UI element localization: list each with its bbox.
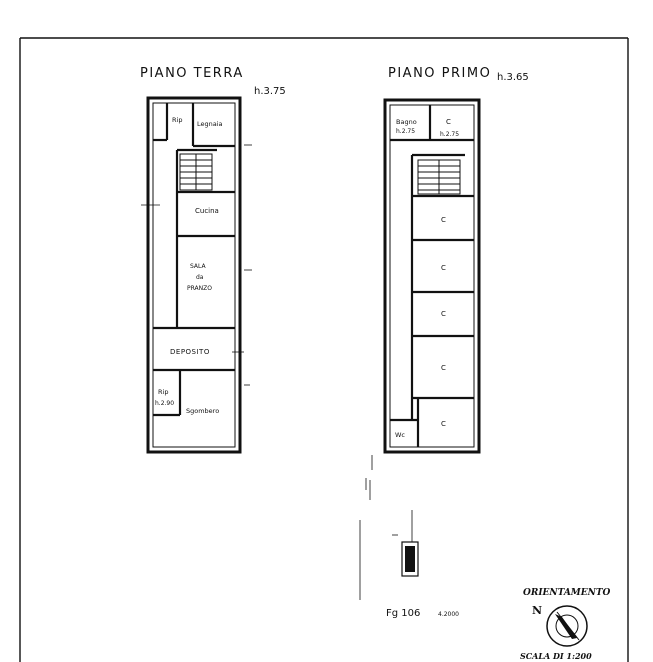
orientation-label: ORIENTAMENTO xyxy=(523,588,611,598)
room-label-sala-3: PRANZO xyxy=(187,285,212,292)
sheet-reference: Fg 106 xyxy=(386,608,420,619)
first-floor-plan: PIANO PRIMO h.3.65 xyxy=(383,66,529,454)
first-floor-height: h.3.65 xyxy=(497,72,529,83)
first-staircase xyxy=(417,159,461,195)
room-label-sgombero: Sgombero xyxy=(186,407,219,415)
room-label-sala-1: SALA xyxy=(190,263,207,270)
room-label-sala-2: da xyxy=(196,274,204,281)
room-label-c2: C xyxy=(441,264,446,272)
room-label-rip-bottom-height: h.2.90 xyxy=(155,400,174,407)
scale-marks xyxy=(359,455,413,600)
scale-label: SCALA DI 1:200 xyxy=(520,651,592,661)
room-label-deposito: DEPOSITO xyxy=(170,348,210,356)
room-label-bagno-height: h.2.75 xyxy=(396,128,415,135)
ground-outer-wall xyxy=(146,96,242,454)
sheet-border xyxy=(19,37,629,662)
room-label-rip-top: Rip xyxy=(172,116,182,124)
room-label-c5: C xyxy=(441,420,446,428)
room-label-c4: C xyxy=(441,364,446,372)
room-label-c-top-height: h.2.75 xyxy=(440,131,459,138)
ground-room-walls xyxy=(153,103,235,417)
room-label-c1: C xyxy=(441,216,446,224)
room-label-wc: Wc xyxy=(395,431,405,439)
ground-floor-title: PIANO TERRA xyxy=(140,66,244,81)
first-floor-title: PIANO PRIMO xyxy=(388,66,491,81)
sheet-reference-extra: 4.2000 xyxy=(438,611,459,618)
north-label: N xyxy=(532,604,542,617)
room-label-legnaia: Legnaia xyxy=(197,120,223,128)
room-label-rip-bottom: Rip xyxy=(158,388,168,396)
ground-floor-plan: PIANO TERRA h.3.75 xyxy=(140,66,286,454)
room-label-bagno: Bagno xyxy=(396,118,417,126)
room-label-c-top: C xyxy=(446,118,451,126)
room-label-c3: C xyxy=(441,310,446,318)
plan-key-marker xyxy=(401,541,419,577)
ground-staircase xyxy=(179,153,213,191)
first-outer-wall xyxy=(383,98,481,454)
first-room-walls xyxy=(390,105,474,447)
ground-floor-height: h.3.75 xyxy=(254,86,286,97)
room-label-cucina: Cucina xyxy=(195,207,219,215)
compass-icon xyxy=(546,605,588,647)
ground-dimension-ticks xyxy=(141,144,252,386)
